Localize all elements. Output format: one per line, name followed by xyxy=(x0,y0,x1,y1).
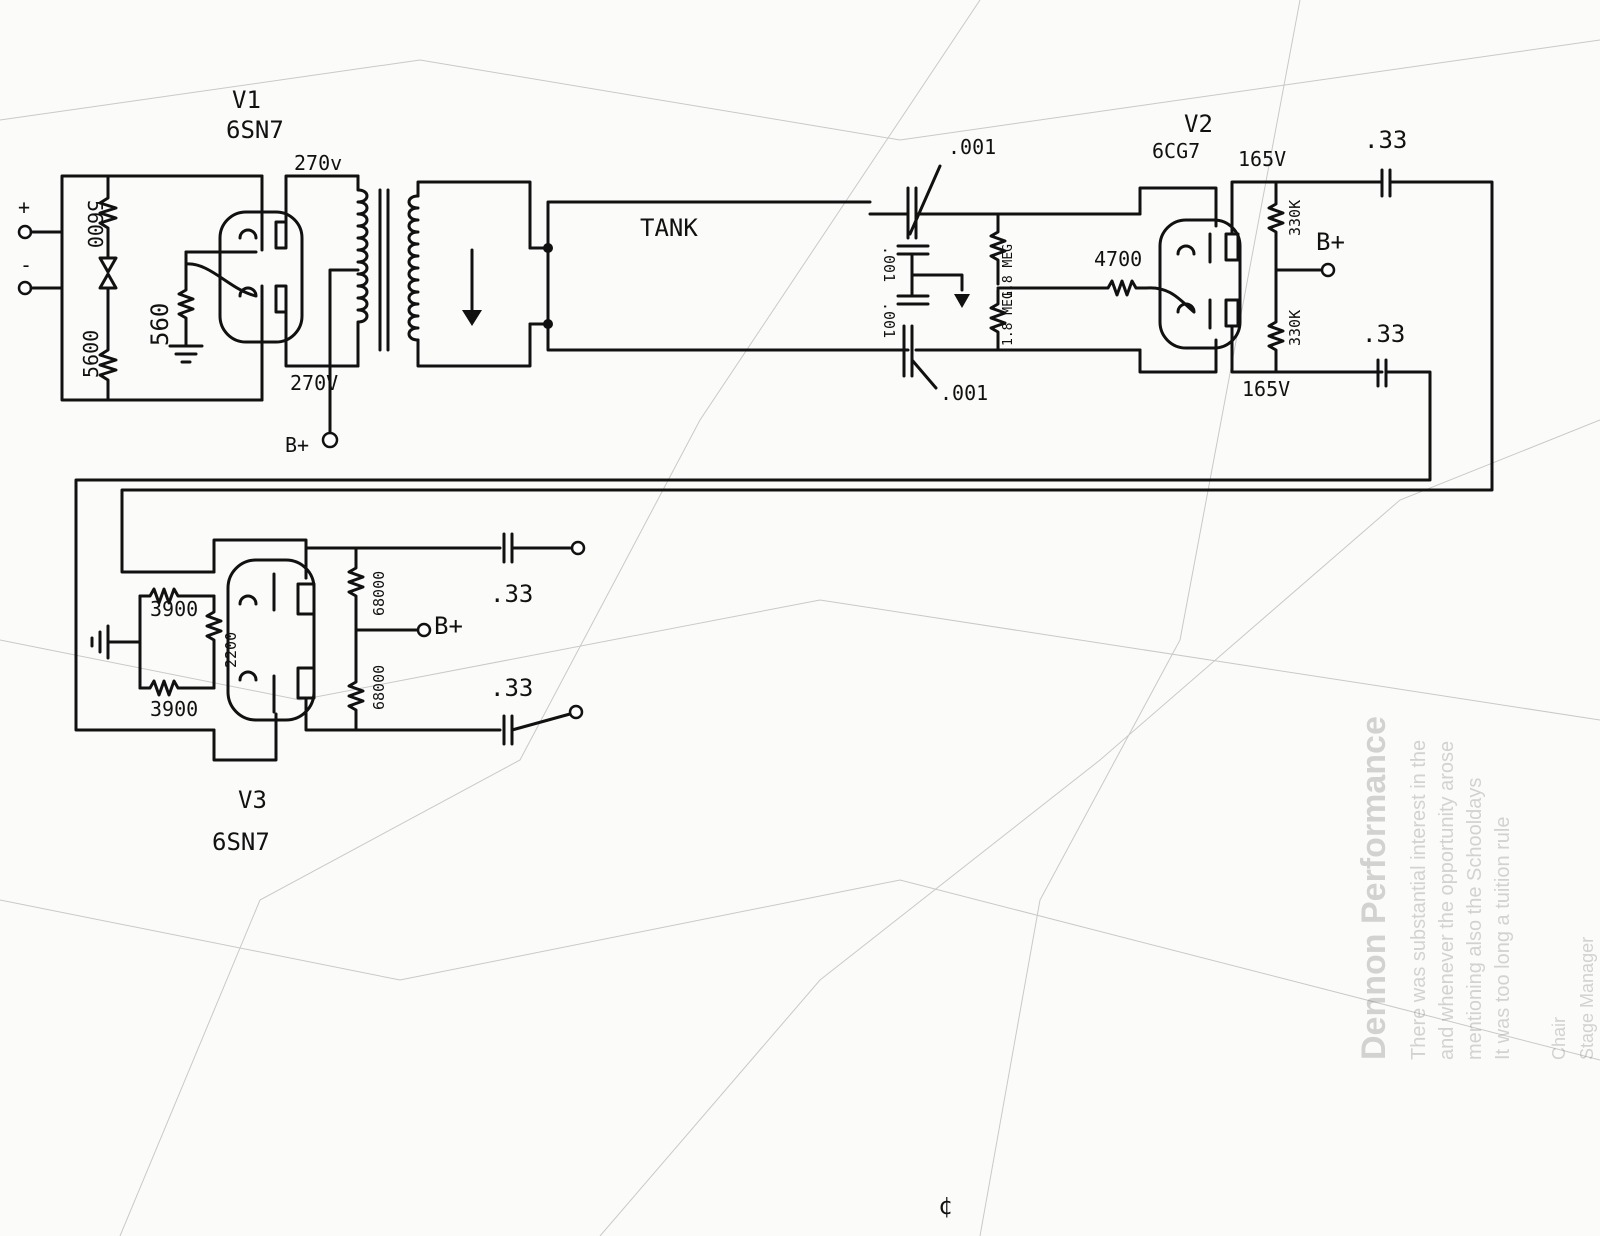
r-2200-label: 2200 xyxy=(222,632,240,668)
ground-symbol-v3 xyxy=(90,624,110,660)
v1-bplus-label: B+ xyxy=(285,433,309,457)
cap-33-bottom-label: .33 xyxy=(1362,320,1405,348)
v3-bplus-label: B+ xyxy=(434,612,463,640)
cap-33-out-top-label: .33 xyxy=(490,580,533,608)
resistor-1-8meg-top xyxy=(989,212,1007,286)
cap-001-shunt-b-label: .001 xyxy=(880,302,898,338)
r-3900-top-label: 3900 xyxy=(150,597,198,621)
v2-tube xyxy=(1158,218,1242,350)
cap-33-top xyxy=(1380,168,1392,198)
v2-bplus-label: B+ xyxy=(1316,228,1345,256)
cap-001-bottom xyxy=(902,324,914,378)
output-bottom-terminal[interactable] xyxy=(568,704,584,720)
output-transformer xyxy=(356,174,532,368)
resistor-330k-bottom xyxy=(1267,274,1285,374)
v3-bplus-terminal[interactable] xyxy=(416,622,432,638)
r-68000-bottom-label: 68000 xyxy=(370,665,388,710)
v2-name-label: V2 xyxy=(1184,110,1213,138)
r-68000-top-label: 68000 xyxy=(370,571,388,616)
input-plus-label: + xyxy=(18,195,30,219)
v1-type-label: 6SN7 xyxy=(226,116,284,144)
v2-section: V2 6CG7 B+ 330K 330K 165V 165V .33 .33 xyxy=(74,110,1494,732)
reverb-tank-section: TANK xyxy=(528,200,872,352)
resistor-1-8meg-bottom xyxy=(989,288,1007,352)
r-5600-top-label: 5600 xyxy=(83,200,107,248)
input-minus-terminal[interactable] xyxy=(17,280,33,296)
margin-scribble: ¢ xyxy=(938,1192,952,1220)
v3-type-label: 6SN7 xyxy=(212,828,270,856)
tank-label: TANK xyxy=(640,214,698,242)
cap-33-top-label: .33 xyxy=(1364,126,1407,154)
recovery-network: .001 .001 .001 .001 1.8 MEG 1.8 MEG 4700 xyxy=(868,135,1148,405)
bleed-through-text: Dennon Performance There was substantial… xyxy=(1355,716,1597,1060)
v3-tube xyxy=(226,558,316,722)
r-1-8meg-top-label: 1.8 MEG xyxy=(1001,244,1016,299)
cap-001-bottom-label: .001 xyxy=(940,381,988,405)
v1-270v-top-label: 270v xyxy=(294,151,342,175)
v2-type-label: 6CG7 xyxy=(1152,139,1200,163)
resistor-5600-top xyxy=(98,174,118,260)
r-330k-top-label: 330K xyxy=(1286,200,1304,236)
resistor-4700 xyxy=(1098,279,1148,297)
svg-text:Stage Manager: Stage Manager xyxy=(1577,937,1597,1060)
r-4700-label: 4700 xyxy=(1094,247,1142,271)
cap-001-shunt-a-label: .001 xyxy=(880,246,898,282)
v1-bplus-terminal[interactable] xyxy=(321,431,339,449)
resistor-560 xyxy=(177,250,195,348)
v2-165v-bottom-label: 165V xyxy=(1242,377,1290,401)
cap-001-top-label: .001 xyxy=(948,135,996,159)
v1-name-label: V1 xyxy=(232,86,261,114)
svg-text:Dennon Performance: Dennon Performance xyxy=(1355,716,1393,1060)
svg-text:and whenever the opportunity a: and whenever the opportunity arose xyxy=(1436,741,1458,1060)
v1-section: + - 5600 5600 560 V1 6SN7 270v 270V xyxy=(17,86,532,457)
resistor-2200 xyxy=(205,594,223,690)
svg-text:There was substantial interest: There was substantial interest in the xyxy=(1408,740,1430,1060)
resistor-330k-top xyxy=(1267,180,1285,264)
v2-bplus-terminal[interactable] xyxy=(1320,262,1336,278)
r-560-label: 560 xyxy=(146,303,174,346)
v2-165v-top-label: 165V xyxy=(1238,147,1286,171)
resistor-5600-bottom xyxy=(98,286,118,402)
svg-text:mentioning also the Schooldays: mentioning also the Schooldays xyxy=(1464,778,1486,1060)
input-minus-label: - xyxy=(20,253,32,277)
cap-33-out-bottom-label: .33 xyxy=(490,674,533,702)
r-330k-bottom-label: 330K xyxy=(1286,310,1304,346)
svg-text:It was too long a tuition rule: It was too long a tuition rule xyxy=(1492,817,1514,1060)
v3-name-label: V3 xyxy=(238,786,267,814)
svg-text:Chair: Chair xyxy=(1549,1017,1569,1060)
r-1-8meg-bottom-label: 1.8 MEG xyxy=(1001,291,1016,346)
input-plus-terminal[interactable] xyxy=(17,224,33,240)
ground-symbol-v1 xyxy=(168,344,204,364)
resistor-68000-bottom xyxy=(347,628,365,732)
r-3900-bottom-label: 3900 xyxy=(150,697,198,721)
v3-section: 3900 3900 2200 B+ 68000 68000 .33 .33 V3… xyxy=(90,532,586,856)
output-top-terminal[interactable] xyxy=(570,540,586,556)
resistor-3900-top xyxy=(138,587,216,605)
reverb-tank-box xyxy=(546,200,872,352)
resistor-68000-top xyxy=(347,546,365,632)
resistor-3900-bottom xyxy=(138,679,216,697)
r-5600-bottom-label: 5600 xyxy=(79,330,103,378)
